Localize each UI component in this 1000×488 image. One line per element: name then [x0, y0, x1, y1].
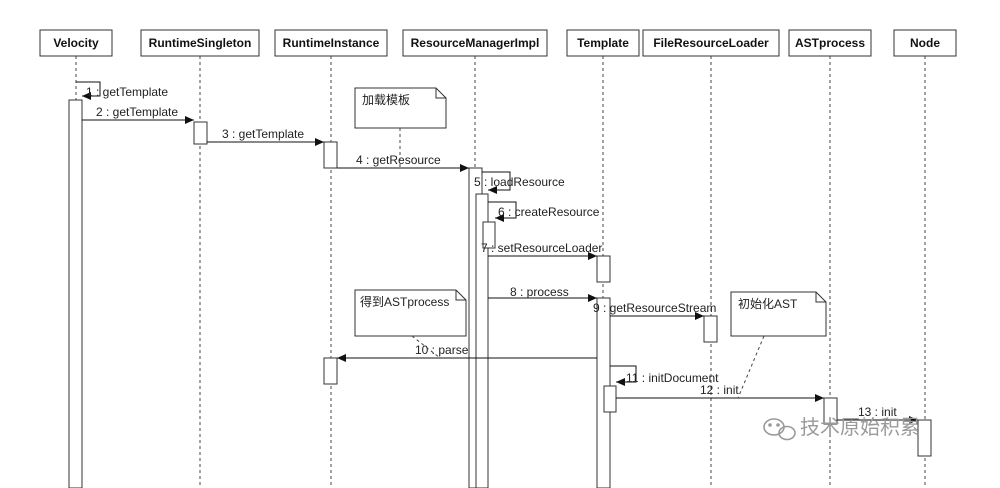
- participant-template-label: Template: [577, 36, 629, 50]
- message-9-label: 9 : getResourceStream: [593, 301, 716, 315]
- note-init-ast: 初始化AST: [730, 291, 827, 399]
- message-3-label: 3 : getTemplate: [222, 127, 304, 141]
- participant-velocity: Velocity: [39, 29, 113, 57]
- message-11-label: 11 : initDocument: [626, 371, 719, 385]
- activation-template-nested: [603, 385, 617, 413]
- message-4-label: 4 : getResource: [356, 153, 441, 167]
- message-5-arrow: [482, 171, 511, 194]
- activation-resource-manager-impl-nested-2: [482, 221, 496, 249]
- message-13-label: 13 : init: [858, 405, 897, 419]
- activation-astprocess: [823, 397, 838, 425]
- message-10-label: 10 : parse: [415, 343, 469, 357]
- activation-file-resource-loader: [703, 315, 718, 343]
- participant-resource-manager-impl: ResourceManagerImpl: [402, 29, 548, 57]
- message-6-arrow: [488, 201, 517, 222]
- message-5-label: 5 : loadResource: [474, 175, 565, 189]
- note-get-astprocess: 得到ASTprocess: [354, 289, 467, 359]
- message-8-label: 8 : process: [510, 285, 569, 299]
- participant-node-label: Node: [910, 36, 940, 50]
- participant-runtime-singleton-label: RuntimeSingleton: [149, 36, 252, 50]
- note-load-template-label: 加载模板: [362, 93, 410, 107]
- note-get-astprocess-label: 得到ASTprocess: [360, 294, 449, 309]
- message-1-label: 1 : getTemplate: [86, 85, 168, 99]
- message-12-label: 12 : init: [700, 383, 739, 397]
- note-load-template: 加载模板: [354, 87, 447, 168]
- activation-runtime-instance-2: [323, 357, 338, 385]
- message-2-label: 2 : getTemplate: [96, 105, 178, 119]
- participant-template: Template: [566, 29, 640, 57]
- message-7-label: 7 : setResourceLoader: [481, 241, 602, 255]
- activation-node: [917, 419, 932, 457]
- activation-runtime-instance-1: [323, 141, 338, 169]
- participant-velocity-label: Velocity: [53, 36, 99, 50]
- message-1-arrow: [76, 81, 101, 100]
- participant-runtime-instance: RuntimeInstance: [274, 29, 388, 57]
- participant-runtime-singleton: RuntimeSingleton: [140, 29, 260, 57]
- message-11-arrow: [610, 365, 637, 386]
- note-init-ast-label: 初始化AST: [738, 297, 798, 311]
- participant-astprocess: ASTprocess: [788, 29, 872, 57]
- activation-velocity: [68, 99, 83, 488]
- activation-template-1: [596, 255, 611, 283]
- watermark-label: 技术原始积累: [800, 416, 920, 439]
- wechat-icon: [763, 418, 796, 441]
- participant-runtime-instance-label: RuntimeInstance: [283, 36, 380, 50]
- participant-file-resource-loader-label: FileResourceLoader: [653, 36, 769, 50]
- participant-file-resource-loader: FileResourceLoader: [642, 29, 780, 57]
- message-6-label: 6 : createResource: [498, 205, 600, 219]
- watermark: 技术原始积累: [763, 416, 920, 441]
- participant-node: Node: [893, 29, 957, 57]
- participant-astprocess-label: ASTprocess: [795, 36, 865, 50]
- participant-resource-manager-impl-label: ResourceManagerImpl: [411, 36, 540, 50]
- activation-resource-manager-impl-nested-1: [475, 193, 489, 488]
- activation-runtime-singleton: [193, 121, 208, 145]
